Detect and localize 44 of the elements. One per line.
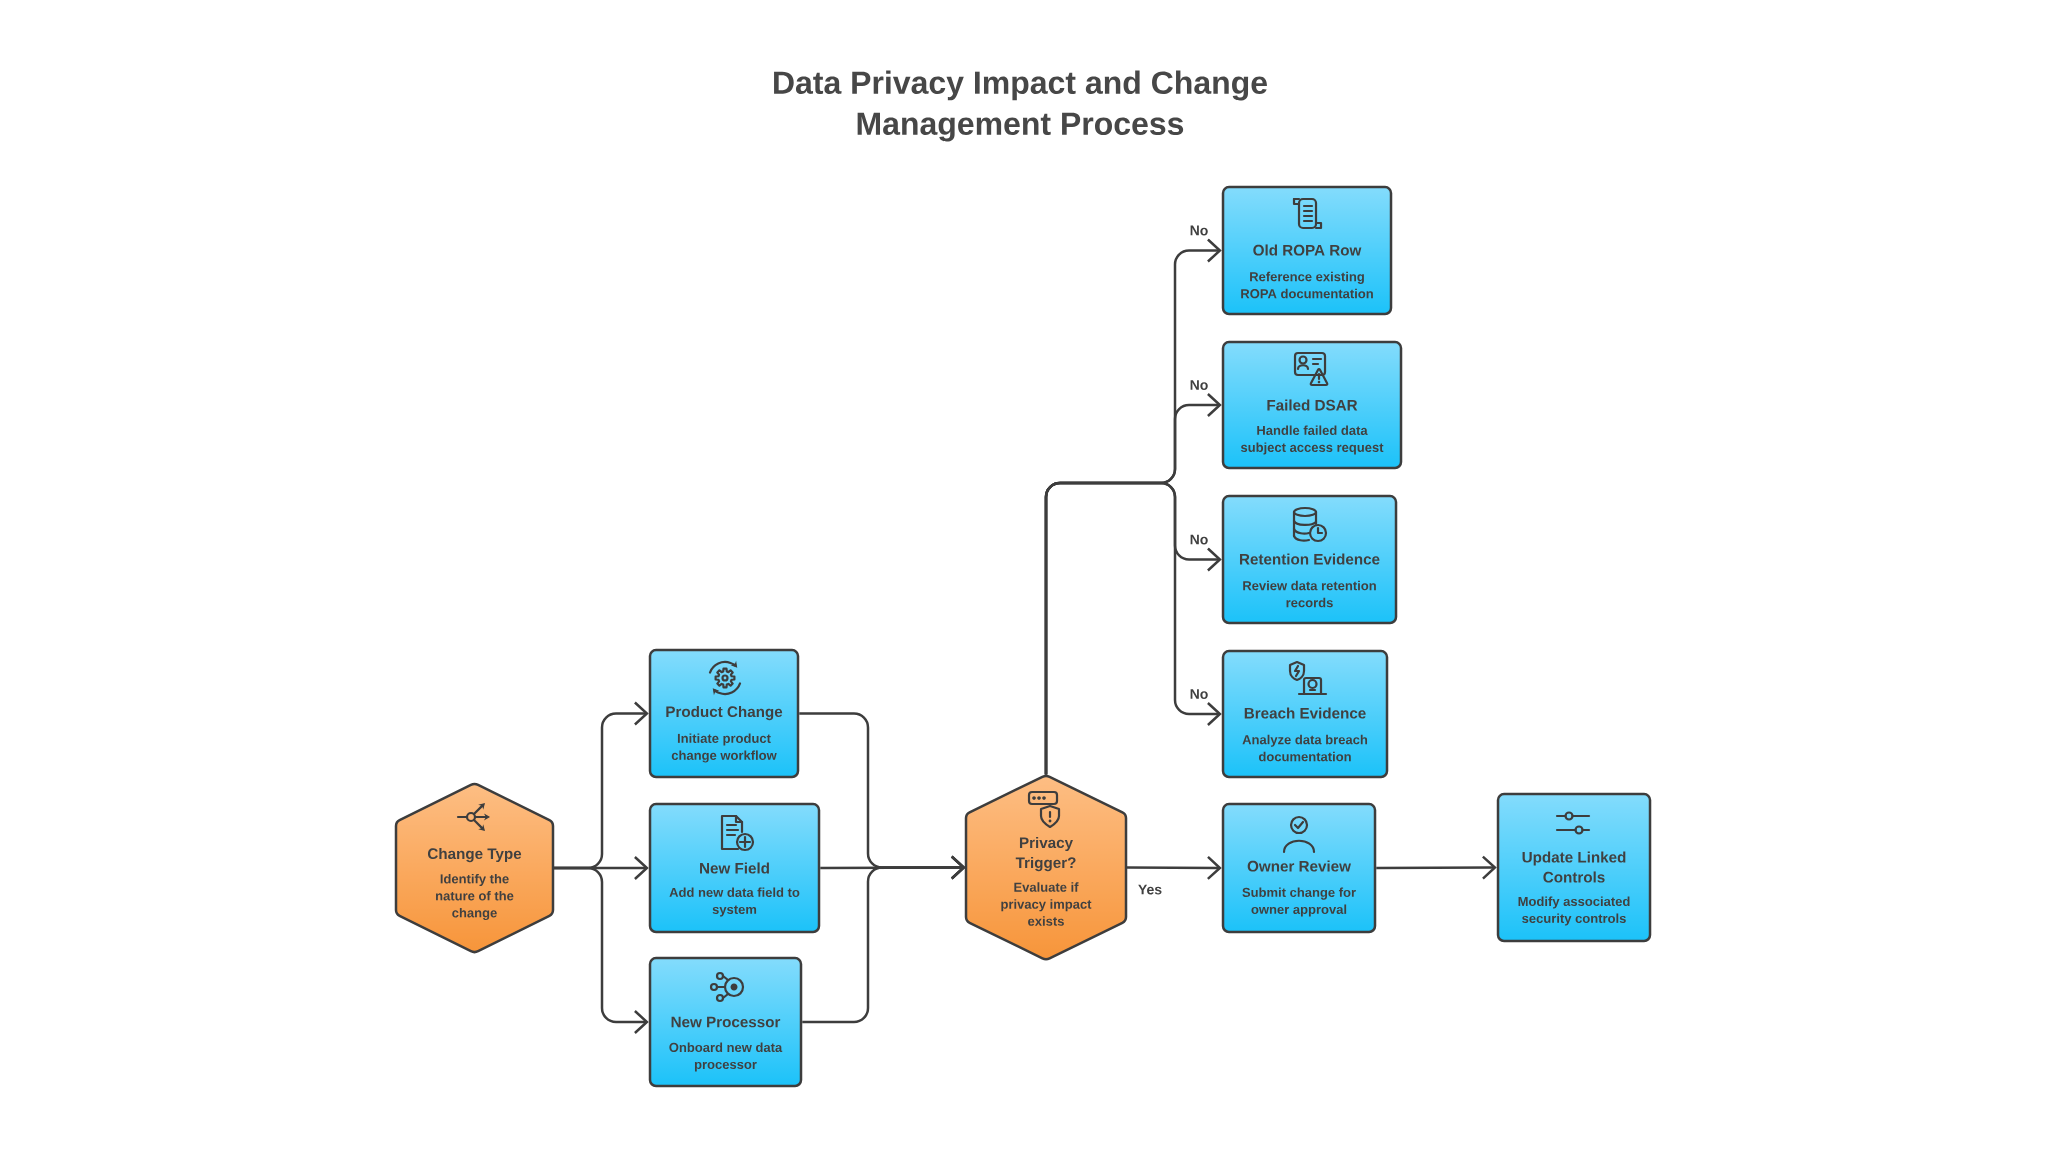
process-box <box>1221 185 1393 316</box>
decision-hexagon <box>964 774 1128 961</box>
process-box <box>1496 792 1652 943</box>
step-title: Update Linked Controls <box>1522 851 1626 883</box>
step-title: Privacy Trigger? <box>1015 836 1076 872</box>
hexagon <box>394 782 555 954</box>
step-description: Evaluate if privacy impact exists <box>1001 882 1092 926</box>
edge-label: No <box>1186 222 1212 239</box>
step-title: Retention Evidence <box>1240 553 1380 565</box>
step-description: Submit change for owner approval <box>1242 887 1356 917</box>
step-title: Change Type <box>428 847 522 863</box>
process-box <box>648 648 800 779</box>
step-description: Review data retention records <box>1243 580 1376 608</box>
process-box <box>648 802 821 934</box>
step-title: Old ROPA Row <box>1253 244 1362 256</box>
step-description: Handle failed data subject access request <box>1240 425 1384 455</box>
step-description: Add new data field to system <box>669 887 800 917</box>
step-title: Product Change <box>666 705 783 721</box>
edge-label: No <box>1186 377 1212 393</box>
step-description: Reference existing ROPA documentation <box>1241 271 1373 299</box>
process-box <box>1221 802 1377 934</box>
step-title: Failed DSAR <box>1267 399 1358 411</box>
step-description: Initiate product change workflow <box>671 733 777 763</box>
step-title: Owner Review <box>1247 860 1351 872</box>
step-description: Identify the nature of the change <box>436 873 514 921</box>
arrow <box>802 855 966 1024</box>
process-box <box>1221 494 1398 625</box>
arrow <box>1126 856 1222 880</box>
branching-arrow <box>1044 238 1222 775</box>
process-box <box>1221 340 1403 470</box>
step-description: Onboard new data processor <box>669 1042 783 1072</box>
arrow <box>553 866 649 1034</box>
edge-label: No <box>1186 686 1212 702</box>
process-box <box>1221 649 1389 779</box>
step-title: New Processor <box>671 1016 781 1028</box>
title: Data Privacy Impact and Change Management Process <box>774 70 1267 142</box>
arrow <box>1376 855 1497 880</box>
step-description: Modify associated security controls <box>1518 896 1630 926</box>
step-description: Analyze data breach documentation <box>1242 734 1368 762</box>
edge-label: Yes <box>1134 881 1166 898</box>
process-box <box>648 956 803 1088</box>
edge-label: No <box>1186 531 1212 548</box>
step-title: New Field <box>700 862 769 874</box>
step-title: Breach Evidence <box>1244 707 1366 719</box>
